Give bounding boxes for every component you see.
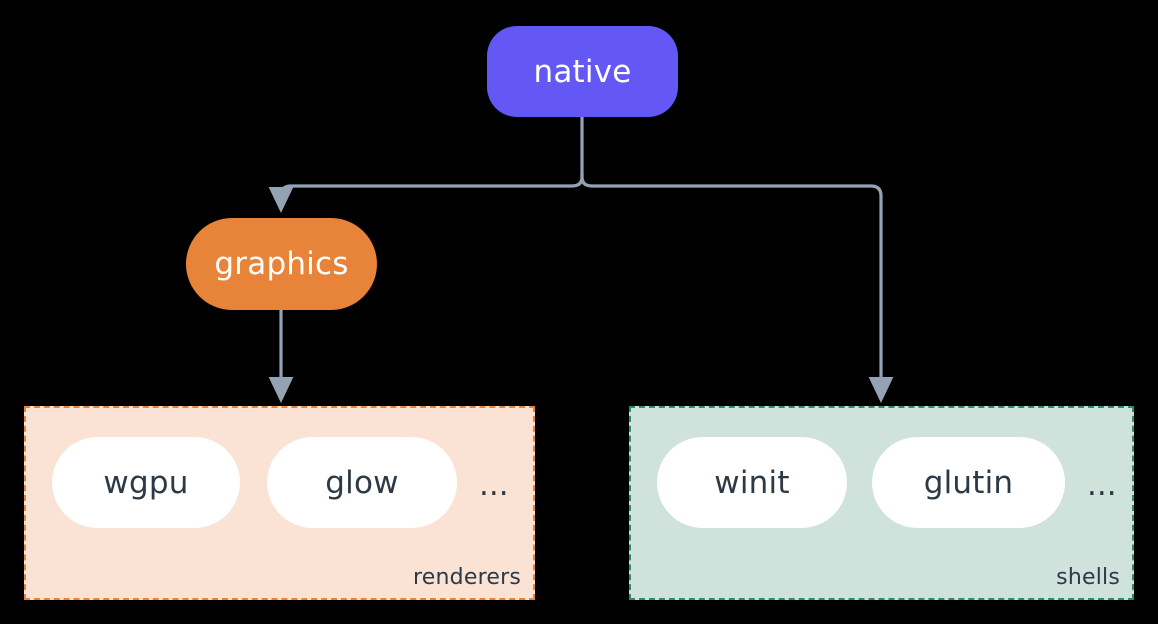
renderers-overflow-ellipsis: ... bbox=[479, 467, 509, 503]
node-native[interactable]: native bbox=[487, 26, 678, 117]
cluster-renderers: wgpu glow ... renderers bbox=[24, 406, 535, 600]
pill-winit[interactable]: winit bbox=[657, 437, 847, 528]
pill-wgpu[interactable]: wgpu bbox=[52, 437, 240, 528]
pill-glutin[interactable]: glutin bbox=[872, 437, 1065, 528]
pill-glutin-label: glutin bbox=[923, 464, 1014, 501]
edge-native-to-shells bbox=[580, 172, 894, 404]
cluster-shells: winit glutin ... shells bbox=[629, 406, 1134, 600]
shells-overflow-ellipsis: ... bbox=[1087, 467, 1117, 503]
edge-native-to-graphics bbox=[268, 172, 584, 214]
cluster-renderers-label: renderers bbox=[413, 565, 521, 590]
pill-winit-label: winit bbox=[714, 464, 790, 501]
pill-glow[interactable]: glow bbox=[267, 437, 457, 528]
node-graphics[interactable]: graphics bbox=[186, 218, 377, 310]
pill-wgpu-label: wgpu bbox=[103, 464, 189, 501]
pill-glow-label: glow bbox=[325, 464, 399, 501]
node-native-label: native bbox=[533, 53, 632, 90]
node-graphics-label: graphics bbox=[214, 246, 349, 282]
cluster-shells-label: shells bbox=[1056, 565, 1120, 590]
